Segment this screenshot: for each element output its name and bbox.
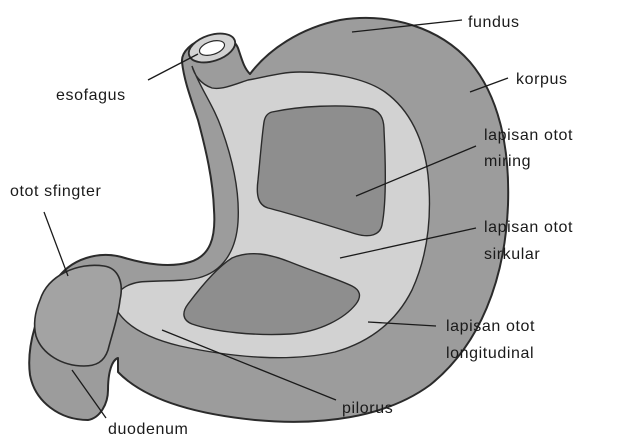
label-otot-longitudinal-line2: longitudinal xyxy=(446,345,534,362)
label-otot-sirkular-line1: lapisan otot xyxy=(484,219,573,236)
label-otot-miring-line2: miring xyxy=(484,153,531,170)
label-otot-miring-line1: lapisan otot xyxy=(484,127,573,144)
label-otot-sirkular-line2: sirkular xyxy=(484,246,540,263)
label-pilorus: pilorus xyxy=(342,400,393,417)
label-fundus: fundus xyxy=(468,14,520,31)
label-otot-longitudinal-line1: lapisan otot xyxy=(446,318,535,335)
leader-otot-sfingter xyxy=(44,212,68,276)
label-duodenum: duodenum xyxy=(108,421,188,438)
label-korpus: korpus xyxy=(516,71,568,88)
label-otot-sfingter: otot sfingter xyxy=(10,183,101,200)
label-esofagus: esofagus xyxy=(56,87,126,104)
duodenum-bulge xyxy=(35,265,122,366)
